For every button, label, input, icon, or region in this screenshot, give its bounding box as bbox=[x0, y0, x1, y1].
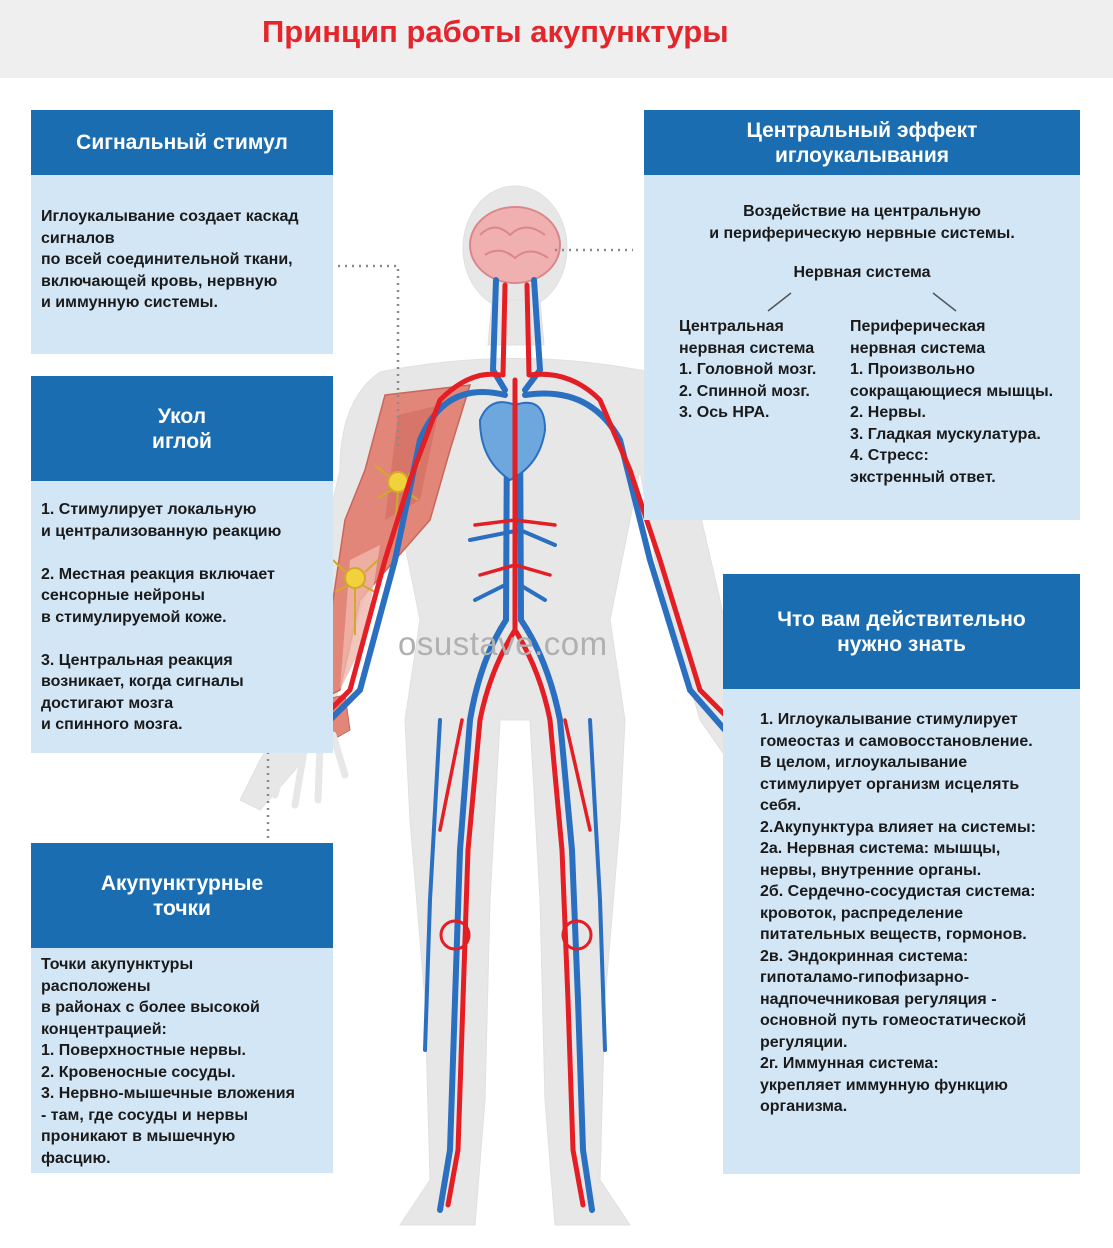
panel-title: Акупунктурные точки bbox=[31, 843, 333, 948]
panel-title-line: Укол bbox=[157, 404, 207, 428]
panel-content: Точки акупунктуры расположены в районах … bbox=[31, 948, 333, 1173]
text-line: 3. Ось HPA. bbox=[679, 404, 770, 421]
panel-needle: Укол иглой 1. Стимулирует локальную и це… bbox=[31, 376, 333, 753]
text-line: Воздействие на центральную bbox=[743, 203, 981, 220]
text-line: Точки акупунктуры bbox=[41, 956, 194, 973]
header-bar: Принцип работы акупунктуры bbox=[0, 0, 1113, 78]
watermark: osustave.com bbox=[398, 625, 608, 662]
text-line: регуляции. bbox=[760, 1033, 848, 1051]
text-line: нервная система bbox=[850, 339, 986, 357]
panel-title-line: иглоукалывания bbox=[774, 143, 950, 167]
panel-title-line: точки bbox=[153, 896, 211, 920]
text-line: нервная система bbox=[679, 339, 815, 357]
intro-text: Воздействие на центральную и периферичес… bbox=[644, 201, 1080, 244]
text-line: достигают мозга bbox=[41, 694, 174, 712]
text-line: 2а. Нервная система: мышцы, bbox=[760, 840, 1001, 857]
text-line: 2в. Эндокринная система: bbox=[760, 947, 969, 965]
text-line: в стимулируемой коже. bbox=[41, 608, 227, 626]
panel-title: Укол иглой bbox=[31, 376, 333, 481]
text-line: надпочечниковая регуляция - bbox=[760, 990, 997, 1008]
page-title: Принцип работы акупунктуры bbox=[262, 14, 729, 49]
text-line: 4. Стресс: bbox=[850, 447, 929, 464]
text-line: проникают в мышечную bbox=[41, 1128, 236, 1145]
panel-content: Иглоукалывание создает каскад сигналов п… bbox=[31, 175, 333, 354]
text-line: концентрацией: bbox=[41, 1020, 167, 1038]
text-line: 3. Нервно-мышечные вложения bbox=[41, 1085, 295, 1102]
text-line: гипоталамо-гипофизарно- bbox=[760, 969, 970, 986]
text-line: и централизованную реакцию bbox=[41, 522, 282, 540]
text-line: 1. Поверхностные нервы. bbox=[41, 1042, 246, 1059]
text-line: 2. Нервы. bbox=[850, 404, 926, 421]
panel-title-line: иглой bbox=[152, 429, 212, 453]
text-line: 2. Местная реакция включает bbox=[41, 565, 275, 583]
text-line: возникает, когда сигналы bbox=[41, 673, 244, 690]
connector-lines bbox=[266, 248, 633, 838]
text-line: 2. Кровеносные сосуды. bbox=[41, 1063, 236, 1081]
panel-title: Что вам действительно нужно знать bbox=[723, 574, 1080, 689]
text-line: сокращающиеся мышцы. bbox=[850, 382, 1054, 400]
text-line: Центральная bbox=[679, 318, 784, 335]
text-line: включающей кровь, нервную bbox=[41, 272, 278, 290]
text-line: сигналов bbox=[41, 229, 115, 247]
panel-need-to-know: Что вам действительно нужно знать 1. Игл… bbox=[723, 574, 1080, 1174]
text-line: и иммунную системы. bbox=[41, 294, 218, 311]
nerve-cells bbox=[332, 461, 421, 635]
text-line: 1. Иглоукалывание стимулирует bbox=[760, 711, 1018, 728]
panel-title-line: Центральный эффект bbox=[746, 118, 978, 142]
text-line: фасцию. bbox=[41, 1149, 111, 1167]
panel-content: Воздействие на центральную и периферичес… bbox=[644, 175, 1080, 520]
text-line: и спинного мозга. bbox=[41, 716, 183, 733]
text-line: основной путь гомеостатической bbox=[760, 1012, 1027, 1029]
text-line: 2. Спинной мозг. bbox=[679, 382, 810, 400]
panel-content: 1. Иглоукалывание стимулирует гомеостаз … bbox=[723, 689, 1080, 1174]
panel-title-line: Акупунктурные bbox=[100, 871, 264, 895]
panel-title-text: Сигнальный стимул bbox=[76, 131, 288, 154]
text-line: 3. Центральная реакция bbox=[41, 651, 233, 669]
text-line: расположены bbox=[41, 977, 151, 995]
text-line: 2.Акупунктура влияет на системы: bbox=[760, 818, 1036, 836]
branch-lines bbox=[767, 292, 957, 312]
text-line: и периферическую нервные системы. bbox=[709, 224, 1015, 242]
panel-title-line: Что вам действительно bbox=[777, 607, 1026, 631]
text-line: Иглоукалывание создает каскад bbox=[41, 208, 299, 225]
text-line: гомеостаз и самовосстановление. bbox=[760, 732, 1033, 750]
panel-title-line: нужно знать bbox=[837, 632, 966, 656]
text-line: нервы, внутренние органы. bbox=[760, 861, 982, 879]
text-line: кровоток, распределение bbox=[760, 904, 964, 922]
text-line: себя. bbox=[760, 797, 802, 814]
text-line: экстренный ответ. bbox=[850, 468, 996, 486]
text-line: 3. Гладкая мускулатура. bbox=[850, 425, 1041, 443]
panel-title: Сигнальный стимул bbox=[31, 110, 333, 175]
panel-signal-stimulus: Сигнальный стимул Иглоукалывание создает… bbox=[31, 110, 333, 354]
text-line: - там, где сосуды и нервы bbox=[41, 1106, 249, 1124]
text-line: В целом, иглоукалывание bbox=[760, 754, 968, 771]
arteries bbox=[322, 282, 733, 1208]
cns-list: Центральная нервная система 1. Головной … bbox=[679, 316, 816, 424]
text-line: 1. Стимулирует локальную bbox=[41, 501, 257, 518]
text-line: 1. Головной мозг. bbox=[679, 361, 817, 378]
nervous-system-label: Нервная система bbox=[793, 264, 931, 281]
text-line: 2б. Сердечно-сосудистая система: bbox=[760, 883, 1036, 900]
text-line: по всей соединительной ткани, bbox=[41, 251, 293, 268]
text-line: 1. Произвольно bbox=[850, 361, 976, 378]
text-line: Периферическая bbox=[850, 318, 986, 335]
text-line: 2г. Иммунная система: bbox=[760, 1055, 939, 1072]
brain bbox=[469, 206, 561, 284]
panel-acupuncture-points: Акупунктурные точки Точки акупунктуры ра… bbox=[31, 843, 333, 1173]
panel-title: Центральный эффект иглоукалывания bbox=[644, 110, 1080, 175]
text-line: сенсорные нейроны bbox=[41, 587, 205, 604]
veins bbox=[327, 277, 728, 1213]
spacer bbox=[41, 628, 323, 650]
text-line: питательных веществ, гормонов. bbox=[760, 926, 1027, 943]
text-line: стимулирует организм исцелять bbox=[760, 775, 1020, 793]
text-line: организма. bbox=[760, 1098, 848, 1115]
text-line: укрепляет иммунную функцию bbox=[760, 1076, 1008, 1094]
text-line: в районах с более высокой bbox=[41, 999, 260, 1016]
panel-central-effect: Центральный эффект иглоукалывания Воздей… bbox=[644, 110, 1080, 520]
panel-content: 1. Стимулирует локальную и централизован… bbox=[31, 481, 333, 753]
pns-list: Периферическая нервная система 1. Произв… bbox=[850, 316, 1053, 488]
spacer bbox=[41, 542, 323, 564]
